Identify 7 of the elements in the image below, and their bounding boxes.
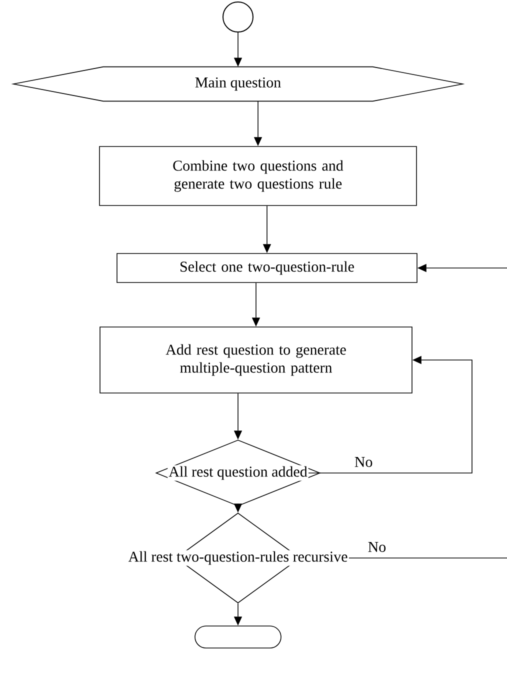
process-box: Add rest question to generate multiple-question pattern xyxy=(100,326,412,394)
start-circle xyxy=(222,2,254,32)
edge-label: No xyxy=(366,541,388,553)
process-box: Combine two questions and generate two questions rule xyxy=(99,146,417,206)
end-terminal xyxy=(194,626,282,648)
edge-label: No xyxy=(353,456,374,468)
process-box: Select one two-question-rule xyxy=(116,253,418,283)
